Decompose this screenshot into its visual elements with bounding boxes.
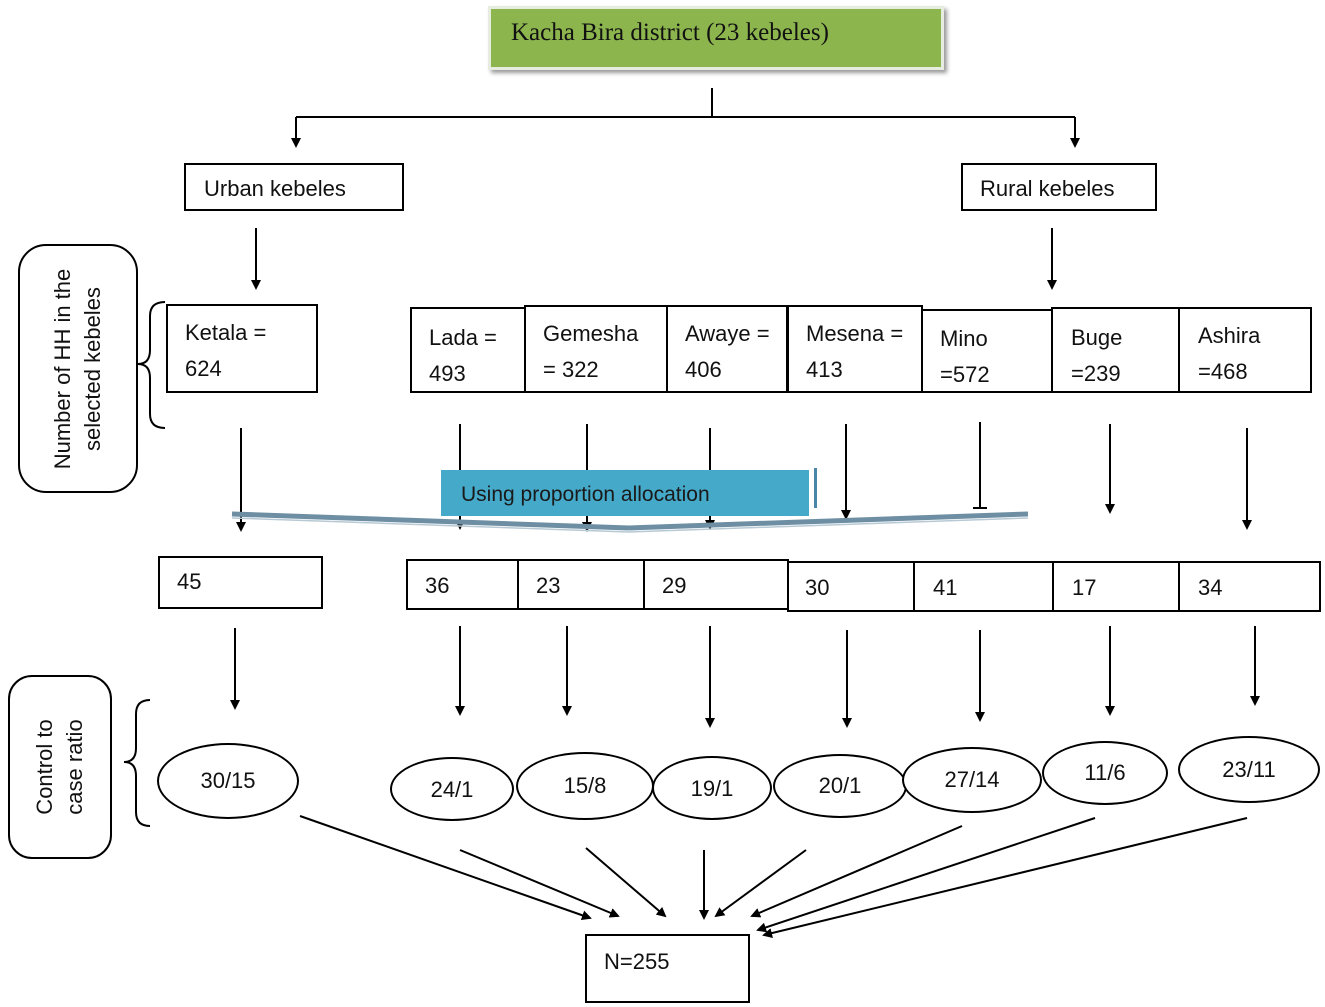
hh-box-mesena: Mesena = 413 [787,305,923,393]
hh-name: Mesena = [806,321,904,346]
sample-box-buge: 17 [1052,561,1180,612]
sample-value: 34 [1198,575,1223,600]
hh-name: Ketala = [185,320,267,345]
hh-box-gemesha: Gemesha = 322 [524,305,668,393]
rural-kebeles-box: Rural kebeles [961,163,1157,211]
banner-edge [814,468,817,508]
ratio-label-line2: case ratio [62,719,87,815]
urban-kebeles-box: Urban kebeles [184,163,404,211]
hh-count-label-line2: selected kebeles [80,286,105,451]
ratio-side-label: Control to case ratio [8,675,112,859]
hh-value: =239 [1071,361,1121,386]
hh-box-buge: Buge =239 [1051,307,1181,393]
total-value: N=255 [604,949,670,974]
ratio-ellipse-mino: 27/14 [902,747,1042,813]
hh-box-awaye: Awaye = 406 [666,305,788,393]
sample-box-mesena: 30 [787,561,915,612]
ratio-value: 23/11 [1222,756,1276,782]
proportion-allocation-banner: Using proportion allocation [441,470,809,516]
sample-value: 17 [1072,575,1097,600]
hh-name: Awaye = [685,321,770,346]
hh-name: Mino [940,326,988,351]
district-title: Kacha Bira district (23 kebeles) [511,19,829,46]
ratio-ellipse-mesena: 20/1 [773,754,907,818]
hh-value: 406 [685,357,722,382]
sample-box-gemesha: 23 [517,559,645,610]
hh-value: 413 [806,357,843,382]
rural-kebeles-label: Rural kebeles [980,176,1115,201]
sample-value: 30 [805,575,830,600]
sample-value: 45 [177,569,202,594]
hh-count-side-label: Number of HH in the selected kebeles [18,244,138,493]
hh-name: Ashira [1198,323,1261,348]
ratio-value: 24/1 [430,777,474,802]
sample-box-ketala: 45 [158,556,323,609]
sample-box-lada: 36 [406,559,519,610]
hh-name: Lada = [429,325,497,350]
sample-value: 41 [933,575,958,600]
hh-value: = 322 [543,357,599,382]
urban-kebeles-label: Urban kebeles [204,176,346,201]
ratio-label-line1: Control to [32,719,57,815]
ratio-value: 20/1 [818,773,862,798]
ratio-value: 30/15 [200,768,256,793]
hh-box-mino: Mino =572 [921,309,1053,393]
total-box: N=255 [585,934,750,1003]
ratio-value: 27/14 [944,767,1000,792]
ratio-value: 19/1 [690,776,734,801]
sample-box-awaye: 29 [643,559,789,610]
sample-value: 23 [536,573,561,598]
hh-name: Buge [1071,325,1123,350]
ratio-ellipse-awaye: 19/1 [652,756,772,820]
hh-value: =468 [1198,359,1248,384]
hh-count-label-line1: Number of HH in the [50,268,75,469]
hh-value: 624 [185,356,222,381]
hh-name: Gemesha [543,321,639,346]
ratio-ellipse-gemesha: 15/8 [516,752,654,820]
ratio-ellipse-ashira: 23/11 [1178,736,1320,803]
proportion-allocation-label: Using proportion allocation [461,483,710,506]
ratio-value: 11/6 [1084,760,1126,785]
ratio-ellipse-buge: 11/6 [1042,741,1168,805]
district-title-box: Kacha Bira district (23 kebeles) [488,6,944,70]
ratio-ellipse-ketala: 30/15 [157,743,299,819]
hh-box-ketala: Ketala = 624 [166,304,318,393]
ratio-ellipse-lada: 24/1 [390,757,514,821]
hh-box-lada: Lada = 493 [410,307,526,393]
sample-value: 29 [662,573,687,598]
hh-value: =572 [940,362,990,387]
hh-value: 493 [429,361,466,386]
sample-value: 36 [425,573,450,598]
hh-box-ashira: Ashira =468 [1178,307,1312,393]
ratio-value: 15/8 [563,773,607,798]
sample-box-ashira: 34 [1178,561,1321,612]
sample-box-mino: 41 [913,561,1054,612]
